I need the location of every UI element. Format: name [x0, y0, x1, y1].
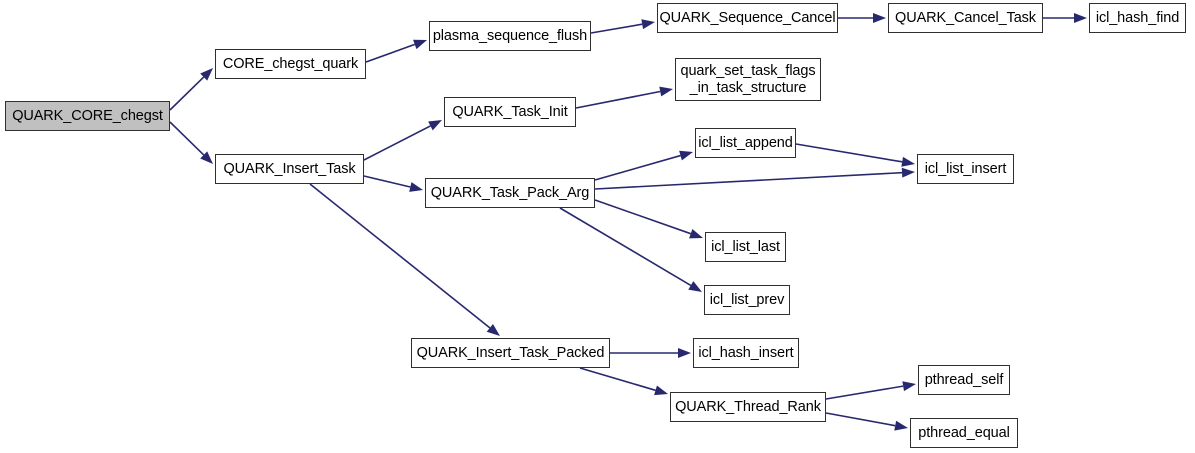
- edge-line: [169, 121, 205, 156]
- node-icl_list_prev[interactable]: icl_list_prev: [704, 285, 790, 315]
- arrowhead-icon: [689, 228, 703, 239]
- arrowhead-icon: [902, 381, 916, 392]
- node-quark_cancel_task[interactable]: QUARK_Cancel_Task: [888, 3, 1043, 33]
- arrowhead-icon: [200, 68, 213, 81]
- arrowhead-icon: [1074, 13, 1087, 23]
- node-icl_list_last[interactable]: icl_list_last: [705, 232, 786, 262]
- edge-plasma_sequence_flush-to-quark_sequence_cancel: [590, 19, 655, 34]
- edge-line: [363, 175, 411, 188]
- edge-line: [559, 207, 692, 287]
- edge-quark_insert_task_packed-to-icl_hash_insert: [610, 348, 691, 358]
- edge-line: [169, 76, 205, 111]
- arrowhead-icon: [688, 281, 702, 292]
- edge-quark_task_pack_arg-to-icl_list_append: [594, 150, 693, 181]
- arrowhead-icon: [894, 420, 908, 431]
- edge-quark_task_pack_arg-to-icl_list_last: [594, 199, 703, 239]
- edge-quark_insert_task-to-quark_task_init: [363, 120, 442, 161]
- edge-quark_core_chegst-to-quark_insert_task: [169, 121, 213, 164]
- node-icl_hash_find[interactable]: icl_hash_find: [1089, 3, 1186, 33]
- edge-quark_task_init-to-quark_set_task_flags: [575, 86, 673, 109]
- arrowhead-icon: [200, 151, 213, 164]
- arrowhead-icon: [679, 150, 693, 161]
- arrowhead-icon: [901, 167, 915, 178]
- edge-line: [594, 154, 681, 181]
- node-pthread_self[interactable]: pthread_self: [918, 365, 1010, 395]
- arrowhead-icon: [413, 39, 427, 50]
- node-icl_list_append[interactable]: icl_list_append: [695, 128, 796, 158]
- node-quark_task_init[interactable]: QUARK_Task_Init: [444, 97, 576, 127]
- edge-line: [825, 412, 896, 427]
- arrowhead-icon: [678, 348, 691, 358]
- edge-line: [594, 199, 692, 235]
- node-quark_insert_task[interactable]: QUARK_Insert_Task: [215, 154, 364, 184]
- node-plasma_sequence_flush[interactable]: plasma_sequence_flush: [429, 21, 591, 51]
- node-core_chegst_quark[interactable]: CORE_chegst_quark: [215, 49, 366, 79]
- edge-quark_insert_task-to-quark_task_pack_arg: [363, 175, 423, 192]
- edge-quark_thread_rank-to-pthread_self: [825, 381, 916, 400]
- edge-line: [309, 183, 491, 329]
- node-icl_list_insert[interactable]: icl_list_insert: [917, 154, 1014, 184]
- arrowhead-icon: [428, 120, 442, 131]
- edge-line: [575, 90, 661, 109]
- edge-line: [579, 367, 656, 392]
- node-quark_thread_rank[interactable]: QUARK_Thread_Rank: [670, 392, 826, 422]
- edge-quark_insert_task_packed-to-quark_thread_rank: [579, 367, 668, 396]
- arrowhead-icon: [641, 19, 655, 30]
- edge-quark_cancel_task-to-icl_hash_find: [1043, 13, 1087, 23]
- arrowhead-icon: [409, 182, 423, 192]
- arrowhead-icon: [654, 385, 668, 396]
- node-icl_hash_insert[interactable]: icl_hash_insert: [693, 338, 799, 368]
- node-quark_sequence_cancel[interactable]: QUARK_Sequence_Cancel: [657, 3, 838, 33]
- edge-line: [594, 171, 903, 190]
- arrowhead-icon: [486, 323, 500, 336]
- node-quark_insert_task_packed[interactable]: QUARK_Insert_Task_Packed: [411, 338, 610, 368]
- arrowhead-icon: [873, 13, 886, 23]
- edge-line: [363, 125, 431, 161]
- edge-line: [590, 23, 643, 34]
- arrowhead-icon: [901, 156, 915, 167]
- edge-quark_task_pack_arg-to-icl_list_insert: [594, 167, 915, 190]
- node-quark_set_task_flags[interactable]: quark_set_task_flags _in_task_structure: [675, 58, 821, 101]
- node-pthread_equal[interactable]: pthread_equal: [910, 418, 1018, 448]
- edge-quark_sequence_cancel-to-quark_cancel_task: [838, 13, 886, 23]
- node-quark_task_pack_arg[interactable]: QUARK_Task_Pack_Arg: [425, 178, 595, 208]
- edge-core_chegst_quark-to-plasma_sequence_flush: [365, 39, 427, 63]
- edge-line: [825, 385, 904, 400]
- edge-quark_core_chegst-to-core_chegst_quark: [169, 68, 213, 111]
- edge-line: [365, 43, 416, 63]
- node-quark_core_chegst[interactable]: QUARK_CORE_chegst: [5, 101, 170, 131]
- edge-icl_list_append-to-icl_list_insert: [795, 143, 915, 167]
- edge-quark_thread_rank-to-pthread_equal: [825, 412, 908, 431]
- edge-quark_insert_task-to-quark_insert_task_packed: [309, 183, 500, 336]
- edge-line: [795, 143, 903, 163]
- edge-quark_task_pack_arg-to-icl_list_prev: [559, 207, 702, 292]
- arrowhead-icon: [659, 86, 673, 97]
